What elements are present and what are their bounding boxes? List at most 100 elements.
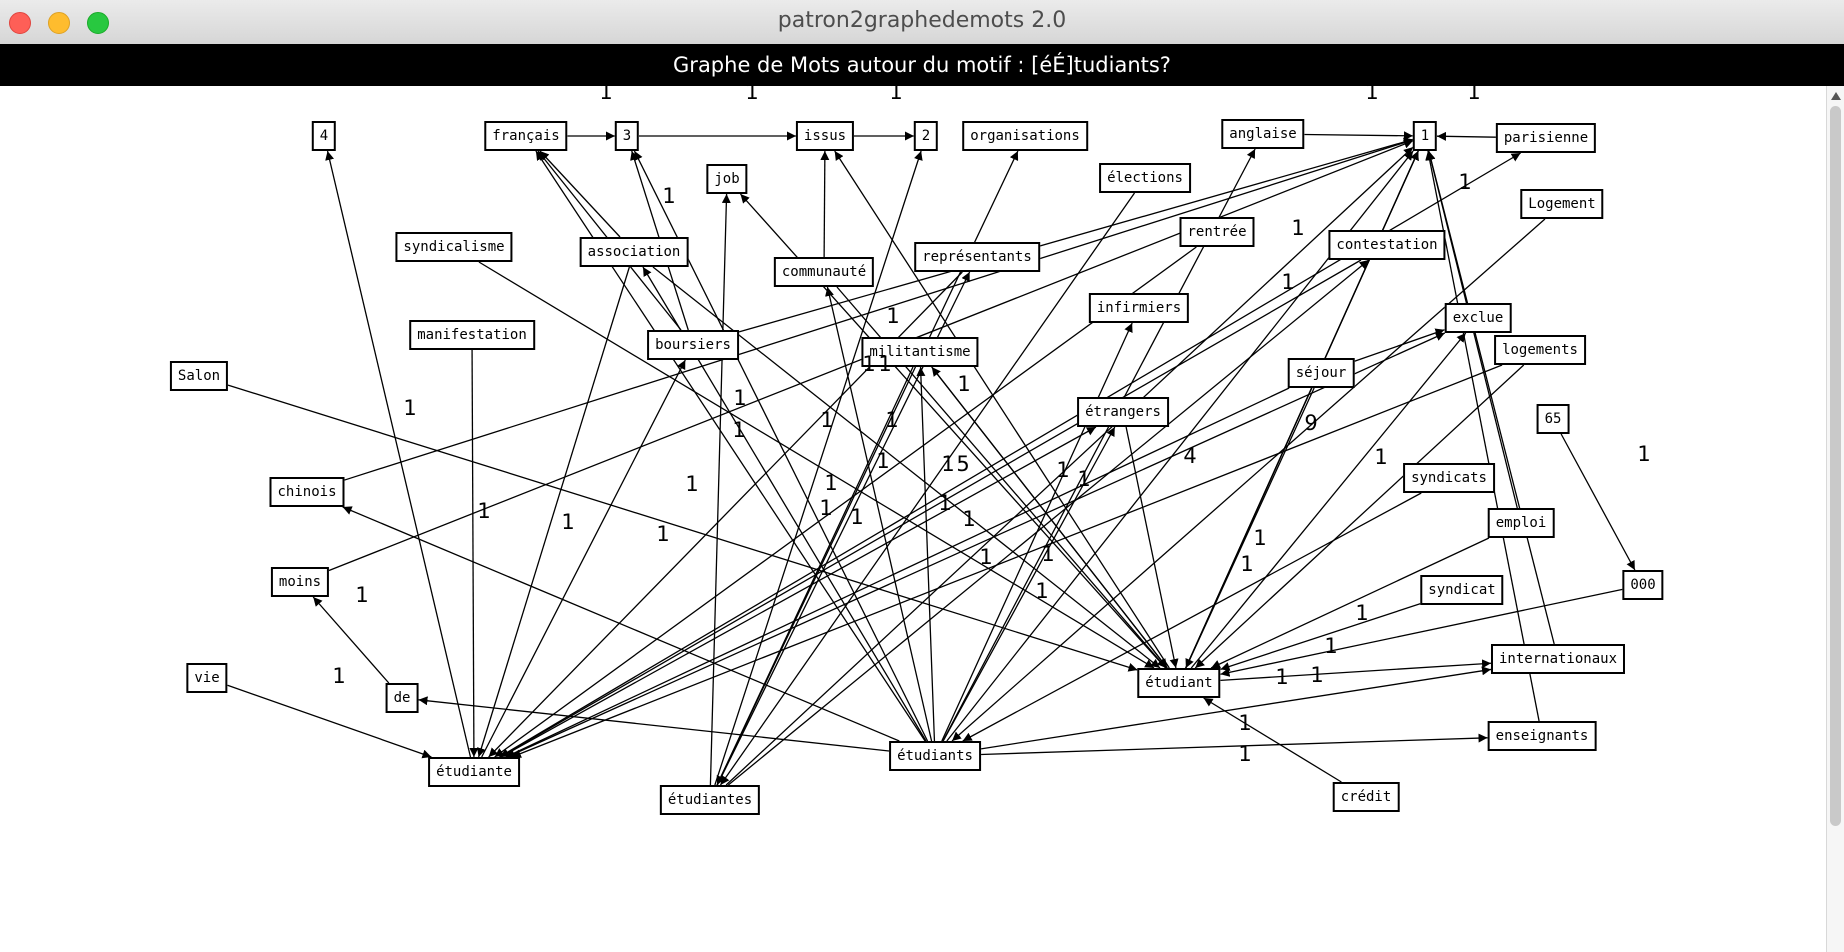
node-salon[interactable]: Salon bbox=[169, 361, 229, 391]
node-etudiants[interactable]: étudiants bbox=[889, 741, 981, 771]
node-moins[interactable]: moins bbox=[270, 567, 330, 597]
node-syndicats[interactable]: syndicats bbox=[1403, 463, 1495, 493]
node-emploi[interactable]: emploi bbox=[1487, 508, 1555, 538]
edge-association-etudiante bbox=[476, 266, 631, 758]
edge-elections-etudiantes bbox=[719, 192, 1136, 786]
edge-count-label: 1 bbox=[1637, 442, 1651, 466]
node-contestation[interactable]: contestation bbox=[1328, 230, 1446, 260]
edge-etudiants-communaute bbox=[825, 286, 933, 742]
edge-parisienne-n1 bbox=[1436, 131, 1497, 141]
node-issus[interactable]: issus bbox=[795, 121, 855, 151]
edge-sejour-etudiante bbox=[505, 387, 1290, 758]
node-syndicat[interactable]: syndicat bbox=[1420, 575, 1504, 605]
node-n3[interactable]: 3 bbox=[614, 121, 640, 151]
edge-count-label: 1 bbox=[1355, 601, 1369, 625]
edge-etudiants-enseignants bbox=[980, 733, 1488, 756]
node-syndicalisme[interactable]: syndicalisme bbox=[395, 232, 513, 262]
node-infirmiers[interactable]: infirmiers bbox=[1088, 293, 1190, 323]
node-n1[interactable]: 1 bbox=[1412, 121, 1438, 151]
node-elections[interactable]: élections bbox=[1099, 163, 1191, 193]
edge-count-label: 5 bbox=[956, 452, 970, 476]
node-etrangers[interactable]: étrangers bbox=[1077, 397, 1169, 427]
title-bar[interactable]: patron2graphedemots 2.0 bbox=[0, 0, 1844, 45]
edge-count-label: 1 bbox=[662, 184, 676, 208]
edge-de-moins bbox=[312, 596, 390, 684]
edge-etudiantes-contestation bbox=[727, 259, 1370, 786]
node-exclue[interactable]: exclue bbox=[1444, 303, 1512, 333]
edge-etudiant-exclue bbox=[1190, 332, 1467, 669]
edge-count-label: 1 bbox=[824, 471, 838, 495]
node-logement[interactable]: Logement bbox=[1520, 189, 1604, 219]
edge-n000-etudiant bbox=[1220, 588, 1623, 677]
edge-contestation-etudiante bbox=[499, 259, 1362, 758]
scroll-thumb[interactable] bbox=[1830, 106, 1841, 826]
edge-syndicat-etudiant bbox=[1220, 603, 1421, 671]
edge-count-label: 1 bbox=[1035, 579, 1049, 603]
edge-count-label: 1 bbox=[1240, 552, 1254, 576]
node-sejour[interactable]: séjour bbox=[1287, 358, 1355, 388]
edge-count-label: 1 bbox=[886, 304, 900, 328]
edge-count-label: 1 bbox=[656, 522, 670, 546]
edge-count-label: 1 bbox=[599, 80, 613, 104]
node-n000[interactable]: 000 bbox=[1622, 570, 1664, 600]
edge-count-label: 1 bbox=[878, 352, 892, 376]
edge-count-label: 1 bbox=[979, 545, 993, 569]
edge-count-label: 1 bbox=[820, 408, 834, 432]
edge-count-label: 1 bbox=[477, 499, 491, 523]
node-enseignants[interactable]: enseignants bbox=[1487, 721, 1597, 751]
minimize-button[interactable] bbox=[48, 12, 70, 34]
node-chinois[interactable]: chinois bbox=[269, 477, 345, 507]
node-vie[interactable]: vie bbox=[186, 663, 228, 693]
node-de[interactable]: de bbox=[385, 683, 419, 713]
node-job[interactable]: job bbox=[706, 164, 748, 194]
edge-count-label: 1 bbox=[1374, 445, 1388, 469]
node-militantisme[interactable]: militantisme bbox=[861, 337, 979, 367]
node-credit[interactable]: crédit bbox=[1332, 782, 1400, 812]
node-representants[interactable]: représentants bbox=[914, 242, 1040, 272]
edge-count-label: 1 bbox=[1253, 526, 1267, 550]
edge-manifestation-etudiante bbox=[469, 349, 479, 758]
node-n2[interactable]: 2 bbox=[913, 121, 939, 151]
edge-etudiantes-n2 bbox=[714, 150, 923, 786]
node-manifestation[interactable]: manifestation bbox=[409, 320, 535, 350]
node-organisations[interactable]: organisations bbox=[962, 121, 1088, 151]
node-etudiant[interactable]: étudiant bbox=[1137, 668, 1221, 698]
graph-canvas[interactable]: 4 français 3 issus 2 organisations anglaise 1 pa… bbox=[0, 80, 1826, 952]
scroll-up-arrow-icon[interactable] bbox=[1831, 92, 1841, 100]
edge-syndicats-etudiants bbox=[962, 492, 1422, 742]
edge-association-francais bbox=[539, 150, 621, 238]
node-internationaux[interactable]: internationaux bbox=[1490, 644, 1626, 674]
edge-etudiants-de bbox=[418, 696, 890, 752]
node-etudiantes[interactable]: étudiantes bbox=[659, 785, 761, 815]
edge-salon-etudiant bbox=[227, 384, 1138, 672]
edge-count-label: 1 bbox=[1077, 467, 1091, 491]
node-communaute[interactable]: communauté bbox=[773, 257, 875, 287]
edge-etudiant-internationaux bbox=[1220, 659, 1492, 682]
edge-etudiantes-n1 bbox=[725, 146, 1414, 786]
node-boursiers[interactable]: boursiers bbox=[647, 330, 739, 360]
edge-count-label: 1 bbox=[1467, 80, 1481, 104]
node-n65[interactable]: 65 bbox=[1536, 404, 1570, 434]
node-francais[interactable]: français bbox=[484, 121, 568, 151]
edge-count-label: 1 bbox=[733, 386, 747, 410]
edge-count-label: 4 bbox=[1183, 444, 1197, 468]
edge-etudiantes-job bbox=[709, 193, 731, 786]
close-button[interactable] bbox=[9, 12, 31, 34]
edge-count-label: 1 bbox=[732, 418, 746, 442]
edge-chinois-n1 bbox=[344, 138, 1414, 481]
node-logements[interactable]: logements bbox=[1494, 335, 1586, 365]
edge-count-label: 1 bbox=[1275, 665, 1289, 689]
edge-count-label: 1 bbox=[1324, 634, 1338, 658]
node-n4[interactable]: 4 bbox=[311, 121, 337, 151]
zoom-button[interactable] bbox=[87, 12, 109, 34]
window-title: patron2graphedemots 2.0 bbox=[777, 8, 1067, 33]
node-anglaise[interactable]: anglaise bbox=[1221, 119, 1305, 149]
node-etudiante[interactable]: étudiante bbox=[428, 757, 520, 787]
edge-count-label: 1 bbox=[1310, 663, 1324, 687]
edge-count-label: 1 bbox=[1365, 80, 1379, 104]
node-parisienne[interactable]: parisienne bbox=[1495, 123, 1597, 153]
vertical-scrollbar[interactable] bbox=[1826, 86, 1844, 952]
node-rentree[interactable]: rentrée bbox=[1179, 217, 1255, 247]
node-association[interactable]: association bbox=[579, 237, 689, 267]
